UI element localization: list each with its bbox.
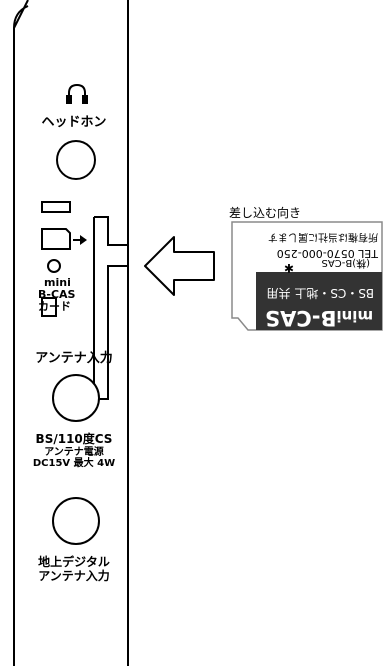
card-services-text: BS・CS・地上 共用 bbox=[266, 286, 374, 300]
terrestrial-label: 地上デジタル アンテナ入力 bbox=[14, 555, 134, 584]
bcas-label: mini B-CAS カード bbox=[38, 277, 98, 313]
card-star-icon: ✱ bbox=[283, 261, 294, 275]
bs-cs-label: BS/110度CS アンテナ電源 DC15V 最大 4W bbox=[14, 432, 134, 470]
card-brand-bcas: B-CAS bbox=[264, 306, 337, 330]
antenna-input-port[interactable] bbox=[52, 374, 100, 422]
indicator-slot bbox=[41, 201, 71, 213]
card-tel-text: TEL 0570-000-250 bbox=[276, 247, 378, 260]
bs-cs-line2: アンテナ電源 bbox=[44, 446, 104, 458]
card-insert-icon bbox=[41, 228, 87, 250]
headphone-icon bbox=[66, 83, 88, 104]
headphone-label: ヘッドホン bbox=[41, 115, 107, 130]
card-notice-text: 所有権は当社に属します bbox=[268, 231, 378, 242]
headphone-jack[interactable] bbox=[56, 140, 96, 180]
terrestrial-line2: アンテナ入力 bbox=[38, 568, 110, 583]
insert-direction-arrow bbox=[144, 236, 215, 296]
terrestrial-antenna-port[interactable] bbox=[52, 497, 100, 545]
terrestrial-line1: 地上デジタル bbox=[38, 555, 110, 569]
panel-outline bbox=[13, 0, 129, 666]
card-slot-bracket bbox=[93, 216, 128, 400]
bs-cs-line3: DC15V 最大 4W bbox=[32, 458, 116, 470]
bcas-label-line2: B-CAS bbox=[38, 288, 76, 301]
led-indicator bbox=[47, 259, 61, 273]
card-slot-lower bbox=[41, 297, 57, 317]
antenna-input-label: アンテナ入力 bbox=[35, 351, 113, 366]
bcas-label-line1: mini bbox=[44, 276, 71, 289]
bcas-label-line3: カード bbox=[38, 300, 71, 313]
card-brand-text: miniB-CAS bbox=[256, 306, 382, 330]
bs-cs-line1: BS/110度CS bbox=[35, 432, 113, 446]
card-brand-mini: mini bbox=[336, 307, 374, 325]
insert-direction-label: 差し込む向き bbox=[229, 206, 302, 220]
mini-bcas-card: miniB-CAS BS・CS・地上 共用 (株)B-CAS TEL 0570-… bbox=[232, 222, 382, 330]
card-brand-area bbox=[256, 272, 382, 330]
